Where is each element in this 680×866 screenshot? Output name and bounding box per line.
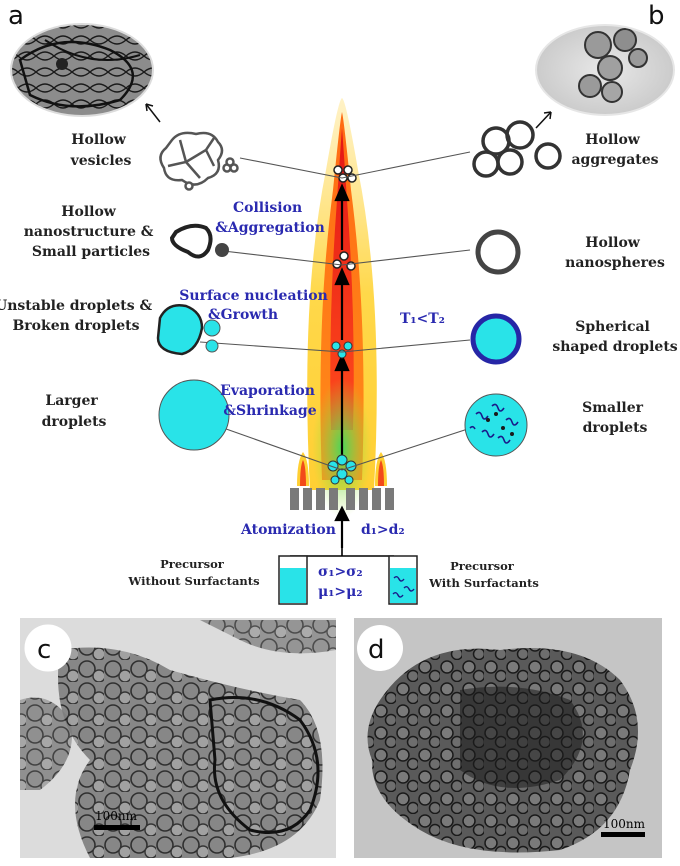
label-hollow-aggregates: Hollow aggregates [571,132,658,168]
label-atomization: Atomization [240,522,336,538]
tem-image-d: d 100nm [354,618,662,858]
panel-label-b: b [648,1,665,31]
scale-bar-d: 100nm [603,817,646,831]
panel-label-d: d [368,635,385,665]
inset-arrow-right [535,111,552,129]
label-sigma: σ₁>σ₂ [318,564,363,580]
hollow-aggregates-icon [472,120,562,178]
smaller-droplet-icon [464,393,528,457]
spherical-droplet-icon [470,313,522,365]
precursor-branch-line [290,548,394,557]
panel-label-c: c [37,635,51,665]
label-evaporation-shrinkage: Evaporation &Shrinkage [220,383,320,419]
tem-inset-hollow-aggregates [535,24,675,116]
beaker-with-surfactants [388,555,418,605]
label-precursor-without: Precursor Without Surfactants [127,557,259,588]
label-surface-nucleation: Surface nucleation &Growth [179,288,332,323]
atomizer-nozzle [290,488,394,510]
panel-label-a: a [8,1,24,31]
label-hollow-nanostructure: Hollow nanostructure & Small particles [24,204,159,260]
hollow-nanosphere-icon [475,229,521,275]
label-temperature: T₁<T₂ [400,311,445,327]
larger-droplet-icon [158,379,230,451]
beaker-without-surfactants [278,555,308,605]
scale-bar-c: 100nm [95,809,138,823]
flow-arrows [334,183,350,548]
label-precursor-with: Precursor With Surfactants [428,559,539,590]
tem-inset-hollow-vesicles [10,23,154,117]
label-smaller-droplets: Smaller droplets [582,400,648,436]
inset-arrow-left [145,103,161,123]
hollow-nanostructure-icon [169,223,229,259]
label-mu: μ₁>μ₂ [318,584,363,600]
label-hollow-nanospheres: Hollow nanospheres [565,235,665,271]
label-unstable-droplets: Unstable droplets & Broken droplets [0,298,157,334]
label-diameter: d₁>d₂ [361,522,405,538]
unstable-droplets-icon [156,304,221,356]
label-spherical-droplets: Spherical shaped droplets [552,319,677,355]
label-larger-droplets: Larger droplets [42,393,107,430]
label-hollow-vesicles: Hollow vesicles [70,132,132,169]
label-collision-aggregation: Collision &Aggregation [215,200,325,236]
hollow-vesicles-icon [159,131,239,191]
tem-image-c: c 100nm [20,618,336,858]
flame-droplets-base [327,454,357,485]
